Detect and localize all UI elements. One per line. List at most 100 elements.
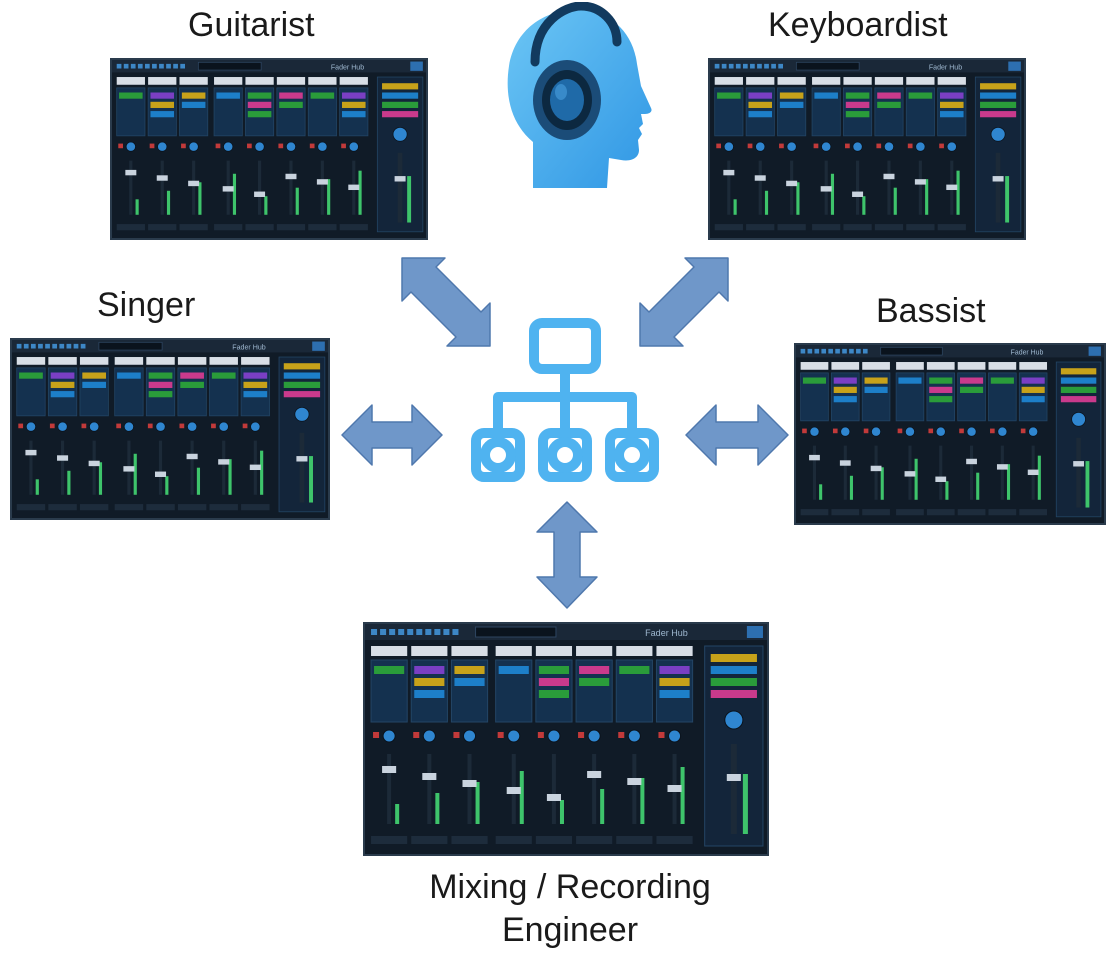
insert-slot	[929, 386, 953, 393]
channel-footer	[862, 509, 890, 516]
mute-button	[18, 423, 24, 429]
level-meter	[166, 190, 171, 215]
level-meter	[600, 789, 605, 824]
master-meter	[1005, 176, 1010, 223]
fader-cap	[156, 175, 168, 181]
channel-footer	[276, 224, 306, 231]
pan-knob	[123, 421, 135, 432]
pan-knob	[852, 141, 863, 152]
pan-knob	[382, 729, 396, 743]
toolbar-icon	[159, 63, 164, 69]
pan-knob	[587, 729, 601, 743]
insert-slot	[150, 101, 175, 108]
insert-slot	[247, 92, 272, 99]
channel-name	[451, 646, 488, 656]
toolbar-icon	[443, 629, 450, 635]
insert-slot	[833, 377, 857, 384]
pan-knob	[125, 141, 136, 152]
channel-name	[214, 77, 243, 85]
arrow-singer	[341, 404, 443, 466]
fader-cap	[316, 179, 328, 185]
level-meter	[819, 484, 823, 500]
fader-track	[970, 445, 974, 500]
fader-cap	[966, 458, 977, 465]
toolbar-icon	[52, 343, 58, 349]
channel-name	[988, 362, 1017, 370]
toolbar-icon	[73, 343, 79, 349]
level-meter	[640, 778, 645, 824]
fader-cap	[57, 455, 69, 461]
channel-footer	[874, 224, 904, 231]
master-fader-cap	[296, 456, 308, 462]
pan-knob	[627, 729, 641, 743]
mute-button	[278, 143, 284, 149]
insert-slot	[342, 111, 366, 118]
toolbar-icon	[380, 629, 387, 635]
pan-knob	[188, 141, 199, 152]
fader-cap	[254, 191, 266, 197]
master-meter	[742, 774, 748, 834]
mute-button	[876, 143, 882, 149]
level-meter	[733, 199, 737, 215]
mute-button	[537, 732, 544, 738]
insert-slot	[960, 386, 984, 393]
channel-footer	[411, 836, 448, 844]
channel-footer	[714, 224, 743, 231]
mute-button	[413, 732, 420, 738]
insert-slot	[814, 92, 838, 99]
insert-slot	[579, 678, 610, 686]
pan-knob	[462, 729, 477, 743]
insert-slot	[19, 372, 43, 379]
toolbar-icon	[742, 63, 748, 69]
mute-button	[959, 428, 964, 434]
pan-knob	[946, 141, 957, 152]
fader-track	[918, 160, 922, 215]
insert-slot	[833, 396, 857, 403]
channel-footer	[179, 224, 208, 231]
insert-slot	[50, 381, 75, 388]
fader-track	[887, 160, 891, 215]
channel-name	[656, 646, 693, 656]
insert-slot	[929, 377, 953, 384]
preset-box	[880, 346, 943, 356]
master-slot	[1060, 377, 1097, 384]
level-meter	[914, 458, 918, 500]
master-slot	[283, 391, 321, 398]
insert-slot	[50, 391, 75, 398]
insert-slot	[748, 101, 773, 108]
toolbar-icon	[721, 63, 727, 69]
insert-slot	[117, 372, 141, 379]
channel-name	[1019, 362, 1048, 370]
fader-cap	[186, 453, 198, 460]
pan-knob	[218, 421, 229, 432]
toolbar-icon	[764, 63, 769, 69]
insert-slot	[717, 92, 741, 99]
mute-button	[578, 732, 585, 738]
fader-cap	[723, 169, 735, 176]
toolbar-icon	[735, 63, 741, 69]
pan-knob	[935, 426, 946, 437]
master-slot	[283, 381, 321, 388]
fader-cap	[382, 766, 397, 773]
mute-button	[618, 732, 625, 738]
toolbar-icon	[434, 629, 441, 635]
channel-footer	[656, 836, 693, 844]
label-bassist: Bassist	[876, 292, 986, 330]
label-engineer-line1: Mixing / Recording	[429, 868, 711, 906]
mute-button	[863, 428, 869, 434]
fader-cap	[123, 466, 135, 472]
fader-track	[320, 160, 324, 215]
toolbar-icon	[856, 348, 861, 354]
channel-footer	[926, 509, 955, 516]
mute-button	[897, 428, 903, 434]
insert-slot	[538, 666, 570, 674]
toolbar-icon	[814, 348, 820, 354]
fader-cap	[839, 460, 851, 466]
fader-cap	[820, 186, 832, 192]
fader-cap	[348, 184, 360, 191]
master-knob	[392, 126, 408, 142]
insert-slot	[342, 101, 366, 108]
master-fader-track	[397, 152, 403, 223]
master-fader-track	[995, 152, 1001, 223]
